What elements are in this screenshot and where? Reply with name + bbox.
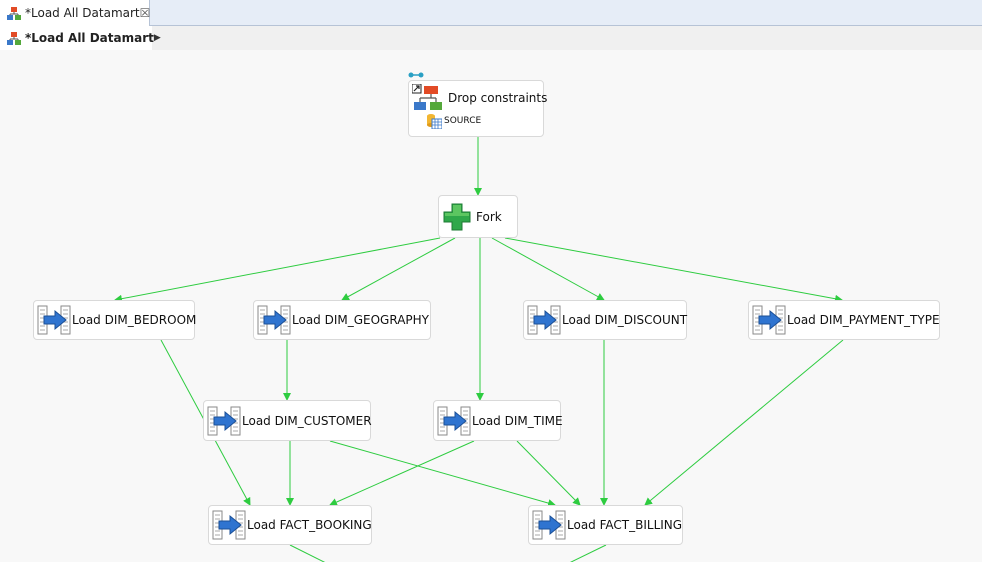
fork-plus-icon xyxy=(442,202,472,232)
transformation-icon xyxy=(207,405,241,437)
node-label: Load DIM_BEDROOM xyxy=(72,313,197,327)
workflow-icon xyxy=(411,83,444,112)
node-label: Load DIM_DISCOUNT xyxy=(562,313,688,327)
breadcrumb: *Load All Datamart ▶ xyxy=(0,26,982,50)
transformation-icon xyxy=(257,304,291,336)
node-label: Load DIM_TIME xyxy=(472,413,563,428)
edge-time-to-booking xyxy=(329,440,475,506)
edge-customer-to-billing xyxy=(329,440,556,507)
datasource-icon xyxy=(426,113,443,130)
workflow-icon xyxy=(7,6,21,20)
edge-fork-to-bedroom xyxy=(114,237,441,303)
breadcrumb-item[interactable]: *Load All Datamart ▶ xyxy=(0,26,161,50)
tab-load-all-datamart[interactable]: *Load All Datamart ☒ xyxy=(0,0,150,26)
edge-billing-out xyxy=(570,544,607,562)
transformation-icon xyxy=(37,304,71,336)
node-label: Load DIM_CUSTOMER xyxy=(242,413,372,428)
breadcrumb-label: *Load All Datamart xyxy=(25,31,154,45)
edge-fork-to-discount xyxy=(491,237,605,301)
transformation-icon xyxy=(532,509,566,541)
link-icon xyxy=(408,64,424,78)
node-fork[interactable]: Fork xyxy=(438,195,518,238)
edge-booking-out xyxy=(289,544,326,562)
tab-title: *Load All Datamart xyxy=(25,6,140,20)
node-load-dim-time[interactable]: Load DIM_TIME xyxy=(433,400,563,441)
node-drop-constraints[interactable]: Drop constraints SOURCE xyxy=(408,80,548,137)
node-load-dim-bedroom[interactable]: Load DIM_BEDROOM xyxy=(33,300,197,340)
edge-fork-to-geography xyxy=(341,237,456,301)
workflow-icon xyxy=(7,31,21,45)
node-label: Load FACT_BILLING xyxy=(567,518,683,532)
close-icon[interactable]: ☒ xyxy=(139,6,151,20)
node-label: Load DIM_PAYMENT_TYPE xyxy=(787,313,940,327)
workflow-canvas[interactable]: Drop constraints SOURCE Fork xyxy=(0,50,982,562)
editor-tab-bar: *Load All Datamart ☒ xyxy=(0,0,982,26)
edge-time-to-billing xyxy=(516,440,581,506)
transformation-icon xyxy=(527,304,561,336)
node-load-dim-payment-type[interactable]: Load DIM_PAYMENT_TYPE xyxy=(748,300,940,340)
node-label: Drop constraints xyxy=(448,91,548,105)
node-load-dim-geography[interactable]: Load DIM_GEOGRAPHY xyxy=(253,300,431,340)
node-label: Load FACT_BOOKING xyxy=(247,518,372,532)
edge-fork-to-payment xyxy=(504,237,843,303)
node-load-dim-customer[interactable]: Load DIM_CUSTOMER xyxy=(203,400,372,441)
workflow-edges xyxy=(114,137,844,562)
node-load-fact-billing[interactable]: Load FACT_BILLING xyxy=(528,505,683,545)
transformation-icon xyxy=(437,405,471,437)
chevron-right-icon[interactable]: ▶ xyxy=(153,33,161,43)
transformation-icon xyxy=(212,509,246,541)
datasource-label: SOURCE xyxy=(444,116,482,126)
node-load-dim-discount[interactable]: Load DIM_DISCOUNT xyxy=(523,300,687,340)
node-load-fact-booking[interactable]: Load FACT_BOOKING xyxy=(208,505,372,545)
node-label: Load DIM_GEOGRAPHY xyxy=(292,313,430,327)
node-label: Fork xyxy=(476,209,502,224)
edge-payment-to-billing xyxy=(644,339,844,506)
transformation-icon xyxy=(752,304,786,336)
